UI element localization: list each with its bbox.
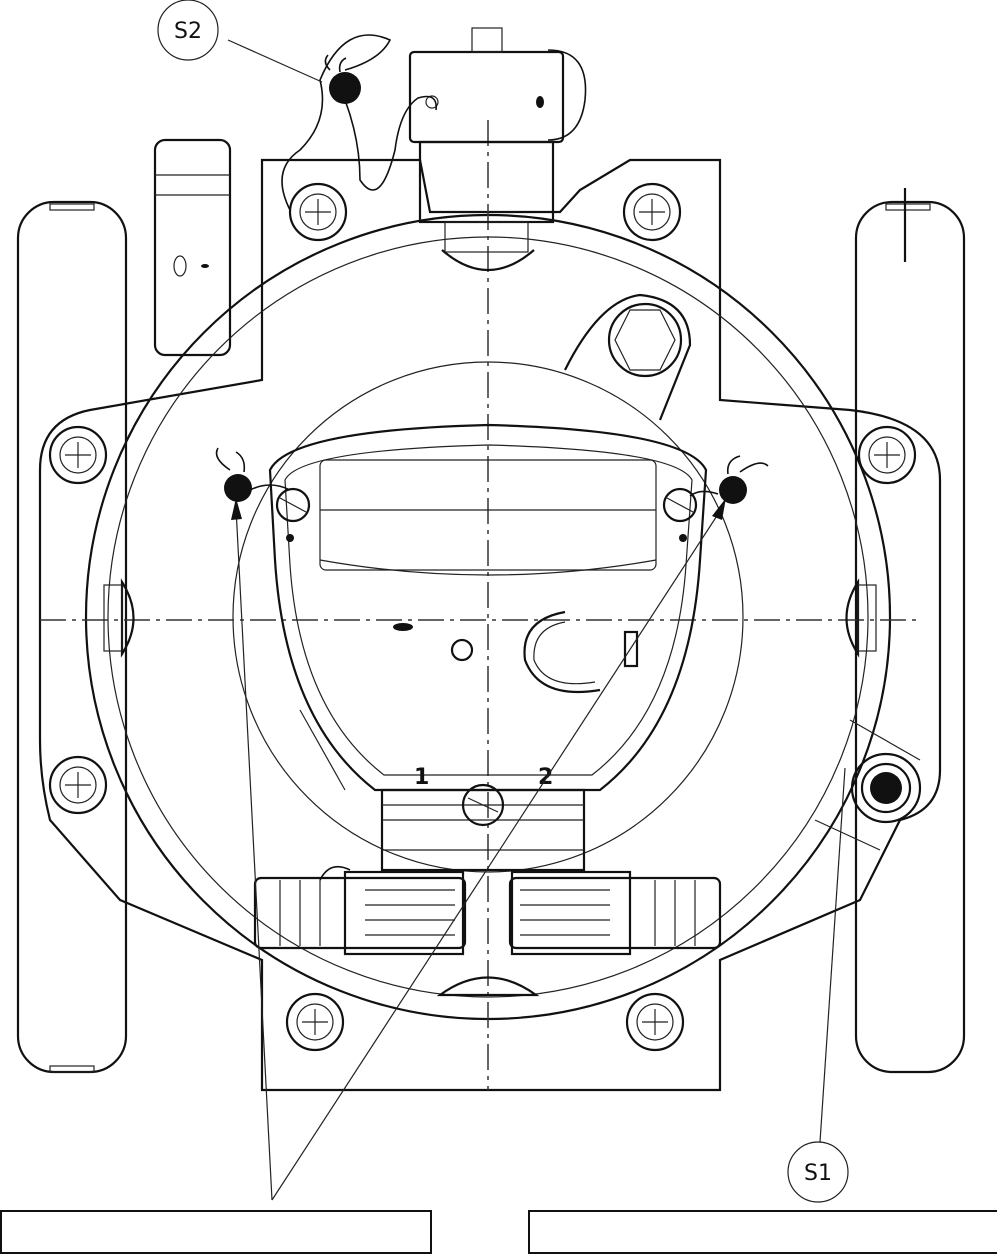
bolt-bottom-left xyxy=(285,992,345,1052)
bolt-mid-right xyxy=(857,425,917,485)
side-lug-left xyxy=(120,578,135,658)
seal-left xyxy=(215,447,291,502)
side-lug-left-tab xyxy=(103,584,123,652)
terminal-1-label: 1 xyxy=(414,765,429,790)
module-screw-left xyxy=(275,487,311,542)
center-hole xyxy=(450,638,474,662)
terminal-2-label: 2 xyxy=(538,765,553,790)
top-connector xyxy=(408,27,587,253)
left-handle xyxy=(16,200,128,1074)
callout-s2: S2 xyxy=(157,0,219,61)
cable-gland-right xyxy=(508,870,722,956)
svg-text:S1: S1 xyxy=(804,1161,832,1186)
label-box-right xyxy=(528,1210,997,1254)
label-box-left xyxy=(0,1210,432,1254)
side-lug-right xyxy=(845,578,860,658)
module-screw-right xyxy=(662,487,698,542)
leader-lines xyxy=(227,39,846,1201)
clip-tab xyxy=(623,630,639,668)
bolt-top-right xyxy=(622,182,682,242)
plug-fitting xyxy=(564,293,692,421)
callout-s1: S1 xyxy=(787,1141,849,1203)
bolt-top-left xyxy=(288,182,348,242)
right-handle xyxy=(854,188,966,1074)
svg-text:S2: S2 xyxy=(174,19,202,44)
retaining-clip-inner xyxy=(533,621,596,685)
bolt-mid-left xyxy=(48,425,108,485)
seal-right xyxy=(689,455,769,504)
electronics-module xyxy=(268,423,708,792)
vent-plug xyxy=(814,719,922,851)
cable-gland-left xyxy=(253,865,467,956)
terminal-block: 1 2 xyxy=(380,765,586,872)
seal-s2 xyxy=(281,34,437,211)
bolt-low-left xyxy=(48,755,108,815)
bolt-bottom-right xyxy=(625,992,685,1052)
side-lug-right-tab xyxy=(857,584,877,652)
bolts xyxy=(48,182,917,1052)
housing-flange xyxy=(38,158,942,1092)
side-plug xyxy=(153,138,232,357)
top-flat xyxy=(441,249,535,271)
indicator-slot xyxy=(393,623,413,631)
retaining-clip xyxy=(523,610,601,694)
bottom-flat xyxy=(436,976,540,997)
